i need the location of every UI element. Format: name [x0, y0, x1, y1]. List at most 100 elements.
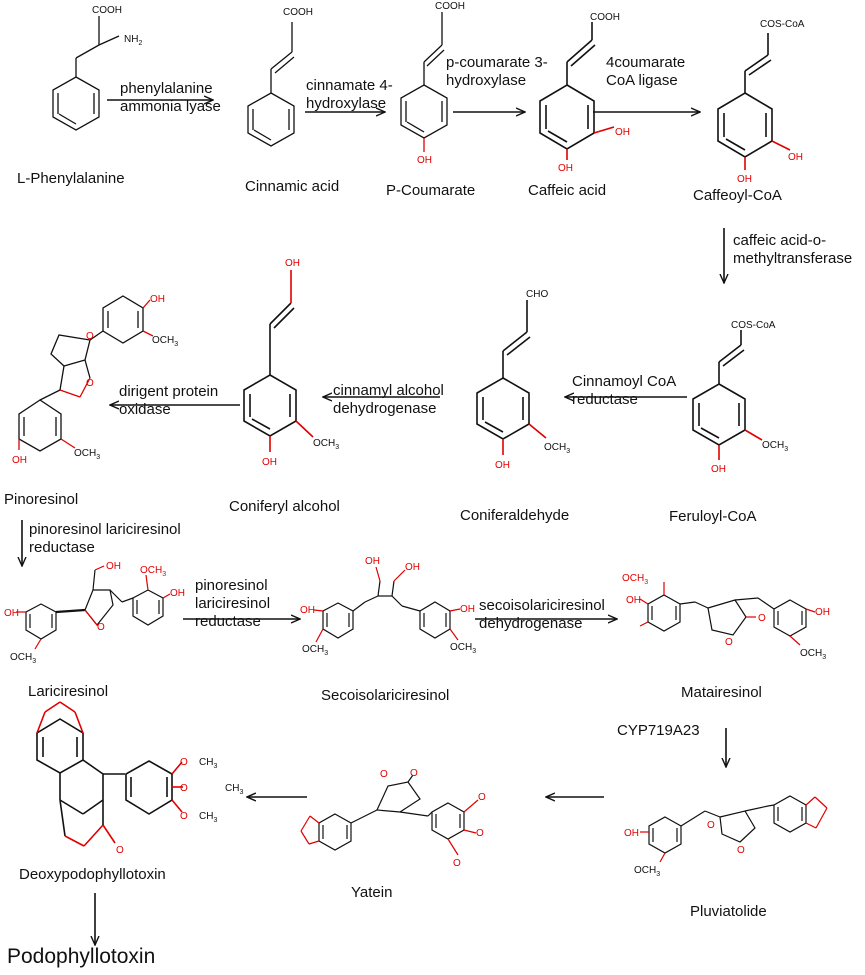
atom-oh-lari-a: OH [4, 608, 19, 619]
enzyme-label-phenylalanine-ammonia-lyase: phenylalanine ammonia lyase [120, 80, 221, 115]
atom-och3-conalc: OCH3 [313, 438, 339, 451]
atom-o-pluv-co: O [707, 820, 715, 831]
atom-o-deoxy-3: O [180, 811, 188, 822]
structure-p-coumarate [400, 12, 448, 152]
structure-cinnamic-acid [247, 22, 295, 147]
atom-och3-lari-b: OCH3 [140, 565, 166, 578]
atom-och3-lari-a: OCH3 [10, 652, 36, 665]
atom-ch3-deoxy-1: CH3 [199, 757, 217, 770]
compound-label-feruloyl-coa: Feruloyl-CoA [669, 508, 757, 525]
atom-oh-mata-a: OH [626, 595, 641, 606]
enzyme-label-cyp719a23: CYP719A23 [617, 722, 700, 739]
atom-oh-cafcoa-3: OH [788, 152, 803, 163]
structure-phenylalanine [52, 16, 120, 131]
structure-caffeoyl-coa [717, 33, 791, 170]
structure-coniferyl-alcohol [243, 270, 314, 452]
atom-o-pluv-ring: O [737, 845, 745, 856]
structure-secoisolariciresinol [313, 566, 461, 643]
atom-o-deoxy-1: O [180, 757, 188, 768]
atom-oh-conalc: OH [262, 457, 277, 468]
atom-och3-mata-a: OCH3 [622, 573, 648, 586]
compound-label-deoxypodophyllotoxin: Deoxypodophyllotoxin [19, 866, 166, 883]
atom-oh-seco-c1: OH [365, 556, 380, 567]
enzyme-label-dirigent-protein-oxidase: dirigent protein oxidase [119, 383, 219, 418]
compound-label-pinoresinol: Pinoresinol [4, 491, 79, 508]
atom-oh-pluv: OH [624, 828, 639, 839]
enzyme-label-caffeic-acid-o-methyltransferase: caffeic acid-o- methyltransferase [733, 232, 853, 267]
atom-o-deoxy-2: O [180, 783, 188, 794]
enzyme-label-4coumarate-coa-ligase: 4coumarate CoA ligase [606, 54, 686, 89]
atom-och3-ferl: OCH3 [762, 440, 788, 453]
atom-oh-seco-a: OH [300, 605, 315, 616]
compound-label-lariciresinol: Lariciresinol [28, 683, 109, 700]
atom-oh-ferl: OH [711, 464, 726, 475]
structure-coniferaldehyde [476, 300, 547, 455]
enzyme-label-cinnamate-4-hydroxylase: cinnamate 4- hydroxylase [306, 77, 393, 112]
structure-feruloyl-coa [692, 330, 763, 460]
enzyme-label-pinoresinol-lariciresinol-reductase-1: pinoresinol lariciresinol reductase [29, 521, 181, 556]
atom-oh-conalc-allyl: OH [285, 258, 300, 269]
atom-och3-pino-b: OCH3 [74, 448, 100, 461]
enzyme-label-p-coumarate-3-hydroxylase: p-coumarate 3- hydroxylase [446, 54, 548, 89]
structure-yatein [300, 774, 479, 856]
structure-pluviatolide [640, 795, 828, 863]
compound-label-cinnamic-acid: Cinnamic acid [245, 178, 340, 195]
atom-och3-pino-a: OCH3 [152, 335, 178, 348]
enzyme-label-cinnamyl-alcohol-dehydrogenase: cinnamyl alcohol dehydrogenase [333, 382, 444, 417]
atom-o-mata-ring: O [725, 637, 733, 648]
atom-o-yat-3: O [453, 858, 461, 869]
atom-coscoa-cafcoa: COS-CoA [760, 19, 805, 30]
atom-oh-seco-c2: OH [405, 562, 420, 573]
compound-label-secoisolariciresinol: Secoisolariciresinol [321, 687, 450, 704]
compound-label-p-coumarate: P-Coumarate [386, 182, 476, 199]
compound-label-pluviatolide: Pluviatolide [690, 903, 767, 920]
atom-oh-lari-b: OH [170, 588, 185, 599]
compound-label-coniferaldehyde: Coniferaldehyde [460, 507, 570, 524]
structure-pinoresinol [18, 295, 154, 452]
atom-o-yat-ring: O [380, 769, 388, 780]
atom-oh-caf-3: OH [615, 127, 630, 138]
atom-och3-seco-b: OCH3 [450, 642, 476, 655]
atom-och3-conald: OCH3 [544, 442, 570, 455]
atom-oh-cafcoa-4: OH [737, 174, 752, 185]
compound-label-caffeoyl-coa: Caffeoyl-CoA [693, 187, 782, 204]
atom-och3-pluv: OCH3 [634, 865, 660, 878]
atom-oh-conald: OH [495, 460, 510, 471]
atom-coscoa-ferl: COS-CoA [731, 320, 776, 331]
atom-och3-seco-a: OCH3 [302, 644, 328, 657]
atom-cho-conald: CHO [526, 289, 548, 300]
atom-oh-lari-ch2: OH [106, 561, 121, 572]
structure-caffeic-acid [539, 22, 615, 160]
atom-cooh-phe: COOH [92, 5, 122, 16]
atom-ch3-deoxy-2: CH3 [225, 783, 243, 796]
atom-o-mata-co: O [758, 613, 766, 624]
compound-label-podophyllotoxin: Podophyllotoxin [7, 945, 156, 968]
atom-oh-caf-4: OH [558, 163, 573, 174]
atom-oh-mata-b: OH [815, 607, 830, 618]
atom-oh-pino-b: OH [12, 455, 27, 466]
compound-label-l-phenylalanine: L-Phenylalanine [17, 170, 125, 187]
enzyme-label-cinnamoyl-coa-reductase: Cinnamoyl CoA reductase [572, 373, 677, 408]
compound-label-coniferyl-alcohol: Coniferyl alcohol [229, 498, 340, 515]
atom-och3-mata-b: OCH3 [800, 648, 826, 661]
structure-matairesinol [639, 582, 816, 646]
compound-label-yatein: Yatein [351, 884, 393, 901]
atom-o-deoxy-co: O [116, 845, 124, 856]
atom-o-pino-2: O [86, 378, 94, 389]
atom-ch3-deoxy-3: CH3 [199, 811, 217, 824]
atom-o-pino-1: O [86, 331, 94, 342]
atom-oh-seco-b: OH [460, 604, 475, 615]
atom-labels: COOH NH2 COOH COOH OH COOH OH OH COS-CoA… [4, 1, 830, 878]
atom-o-yat-1: O [478, 792, 486, 803]
enzyme-label-secoisolariciresinol-dehydrogenase: secoisolariciresinol dehydrogenase [479, 597, 605, 632]
structure-deoxypodophyllotoxin [36, 701, 183, 847]
compound-label-caffeic-acid: Caffeic acid [528, 182, 607, 199]
atom-nh2-phe: NH2 [124, 34, 142, 47]
atom-cooh-pcou: COOH [435, 1, 465, 12]
atom-o-yat-co: O [410, 768, 418, 779]
atom-o-yat-2: O [476, 828, 484, 839]
atom-oh-pcou: OH [417, 155, 432, 166]
atom-o-lari-ring: O [97, 622, 105, 633]
atom-oh-pino-a: OH [150, 294, 165, 305]
